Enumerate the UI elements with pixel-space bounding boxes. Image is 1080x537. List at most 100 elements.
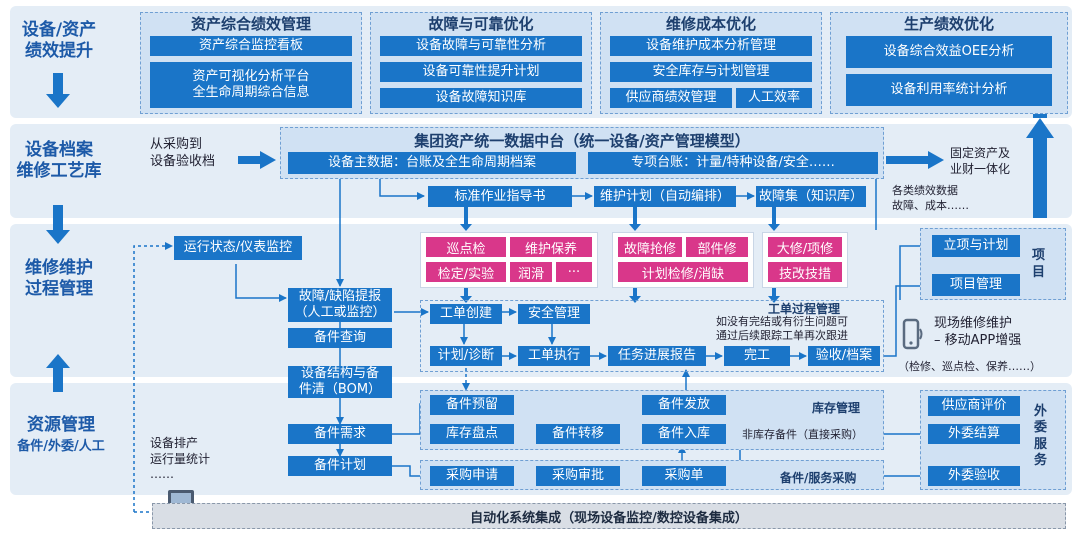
row-label-resource: 资源管理 备件/外委/人工 (6, 406, 116, 464)
mobile-line2: – 移动APP增强 (934, 332, 1022, 348)
pink-item[interactable]: 润滑 (510, 262, 552, 282)
special-ledger-box[interactable]: 专项台账：计量/特种设备/安全…… (588, 152, 878, 174)
project-label: 项目 (1032, 248, 1046, 280)
spare-need-box[interactable]: 备件需求 (288, 424, 392, 444)
asset-visual-line1: 资产可视化分析平台 (192, 69, 310, 85)
outsource-settle-box[interactable]: 外委结算 (928, 424, 1020, 444)
pink-item[interactable]: 维护保养 (510, 237, 592, 257)
automation-bar[interactable]: 自动化系统集成（现场设备监控/数控设备集成） (152, 503, 1066, 529)
oee-analysis[interactable]: 设备综合效益OEE分析 (846, 36, 1052, 68)
wo-process-title: 工单过程管理 (768, 302, 841, 316)
safety-box[interactable]: 安全管理 (518, 304, 590, 324)
master-data-box[interactable]: 设备主数据：台账及全生命周期档案 (288, 152, 576, 174)
panel-title: 故障与可靠优化 (428, 15, 534, 33)
bom-box[interactable]: 设备结构与备 件清（BOM） (288, 366, 392, 398)
mobile-line1: 现场维修维护 (934, 316, 1013, 331)
spare-plan-box[interactable]: 备件计划 (288, 456, 392, 476)
progress-report-box[interactable]: 任务进展报告 (608, 346, 706, 366)
pink-item[interactable]: ··· (556, 262, 592, 282)
mobile-app-label: 现场维修维护 – 移动APP增强 (934, 316, 1021, 350)
pink-item[interactable]: 大修/项修 (768, 237, 842, 257)
purchase-approve-box[interactable]: 采购审批 (536, 466, 620, 486)
mobile-phone-icon (902, 318, 926, 354)
plan-diag-box[interactable]: 计划/诊断 (430, 346, 502, 366)
spare-transfer-box[interactable]: 备件转移 (536, 424, 620, 444)
sop-box[interactable]: 标准作业指导书 (428, 186, 572, 207)
non-inventory-label: 非库存备件（直接采购） (742, 428, 863, 441)
row-label-main: 设备/资产 (21, 19, 97, 40)
row-label-process: 维修维护 过程管理 (14, 248, 104, 310)
stock-count-box[interactable]: 库存盘点 (430, 424, 514, 444)
row-label-main: 设备档案 (25, 139, 93, 160)
fault-report-line1: 故障/缺陷提报 (298, 289, 382, 305)
purchase-order-box[interactable]: 采购单 (642, 466, 726, 486)
bom-line2: 件清（BOM） (298, 382, 382, 397)
fault-report-box[interactable]: 故障/缺陷提报 （人工或监控） (288, 288, 392, 322)
row-label-performance: 设备/资产 绩效提升 (14, 10, 104, 72)
kpi-data-line1: 各类绩效数据 (892, 184, 958, 197)
purchase-title: 备件/服务采购 (780, 471, 857, 485)
row-label-sub: 备件/外委/人工 (17, 439, 105, 454)
inventory-title: 库存管理 (812, 401, 861, 415)
pink-item[interactable]: 巡点检 (426, 237, 506, 257)
pink-item[interactable]: 技改技措 (768, 262, 842, 282)
reliability-plan[interactable]: 设备可靠性提升计划 (380, 62, 582, 82)
accept-archive-box[interactable]: 验收/档案 (808, 346, 880, 366)
work-order-panel (420, 300, 884, 372)
safety-stock-plan[interactable]: 安全库存与计划管理 (610, 62, 812, 82)
kpi-data-label: 各类绩效数据 故障、成本…… (892, 184, 969, 214)
mobile-scope-label: （检修、巡点检、保养……） (898, 360, 1041, 373)
wo-exec-box[interactable]: 工单执行 (518, 346, 590, 366)
purchase-request-box[interactable]: 采购申请 (430, 466, 514, 486)
sched-line1: 设备排产 (150, 436, 199, 450)
complete-box[interactable]: 完工 (724, 346, 790, 366)
row-label-sub: 绩效提升 (25, 41, 93, 61)
bom-line1: 设备结构与备 (300, 366, 379, 382)
labor-efficiency[interactable]: 人工效率 (736, 88, 812, 108)
panel-title: 维修成本优化 (665, 15, 756, 33)
row-label-sub: 维修工艺库 (16, 161, 102, 181)
outsource-label: 外委服务 (1034, 404, 1048, 468)
automation-label: 自动化系统集成（现场设备监控/数控设备集成） (470, 510, 748, 526)
kpi-data-line2: 故障、成本…… (892, 198, 969, 212)
panel-title: 资产综合绩效管理 (190, 15, 311, 33)
maintenance-plan-box[interactable]: 维护计划（自动编排） (594, 186, 736, 207)
pink-item[interactable]: 部件修 (686, 237, 748, 257)
pink-item[interactable]: 计划检修/消缺 (618, 262, 748, 282)
asset-visual-platform[interactable]: 资产可视化分析平台 全生命周期综合信息 (150, 62, 352, 108)
asset-monitor-board[interactable]: 资产综合监控看板 (150, 36, 352, 56)
supplier-eval-box[interactable]: 供应商评价 (928, 396, 1020, 416)
pink-item[interactable]: 检定/实验 (426, 262, 506, 282)
reserve-box[interactable]: 备件预留 (430, 395, 514, 415)
spare-query-box[interactable]: 备件查询 (288, 328, 392, 348)
from-purchase-label: 从采购到 设备验收档 (150, 137, 215, 171)
run-monitor-box[interactable]: 运行状态/仪表监控 (174, 236, 302, 260)
data-hub-title: 集团资产统一数据中台（统一设备/资产管理模型） (414, 132, 750, 150)
utilization-analysis[interactable]: 设备利用率统计分析 (846, 74, 1052, 106)
fault-report-line2: （人工或监控） (294, 305, 386, 320)
asset-visual-line2: 全生命周期综合信息 (192, 85, 310, 100)
row-label-archive: 设备档案 维修工艺库 (14, 130, 104, 192)
row-label-main: 维修维护 (25, 257, 93, 278)
note-line1: 如没有完结或有衍生问题可 (716, 315, 848, 328)
note-line2: 通过后续跟踪工单再次跟进 (716, 329, 848, 343)
sched-line3: …… (150, 467, 174, 482)
fault-set-box[interactable]: 故障集（知识库） (756, 186, 866, 207)
supplier-performance[interactable]: 供应商绩效管理 (610, 88, 732, 108)
fixed-asset-line2: 业财一体化 (950, 161, 1011, 176)
sched-line2: 运行量统计 (150, 451, 211, 466)
wo-create-box[interactable]: 工单创建 (430, 304, 502, 324)
spare-inbound-box[interactable]: 备件入库 (642, 424, 726, 444)
wo-followup-note: 如没有完结或有衍生问题可 通过后续跟踪工单再次跟进 (716, 315, 848, 344)
fault-knowledge-base[interactable]: 设备故障知识库 (380, 88, 582, 108)
fault-analysis[interactable]: 设备故障与可靠性分析 (380, 36, 582, 56)
project-mgmt-box[interactable]: 项目管理 (932, 274, 1020, 296)
row-label-sub: 过程管理 (25, 279, 93, 299)
issue-box[interactable]: 备件发放 (642, 395, 726, 415)
pink-item[interactable]: 故障抢修 (618, 237, 682, 257)
cost-analysis[interactable]: 设备维护成本分析管理 (610, 36, 812, 56)
panel-title: 生产绩效优化 (903, 15, 994, 33)
project-setup-box[interactable]: 立项与计划 (932, 235, 1020, 257)
outsource-accept-box[interactable]: 外委验收 (928, 466, 1020, 486)
row-label-main: 资源管理 (27, 414, 95, 435)
